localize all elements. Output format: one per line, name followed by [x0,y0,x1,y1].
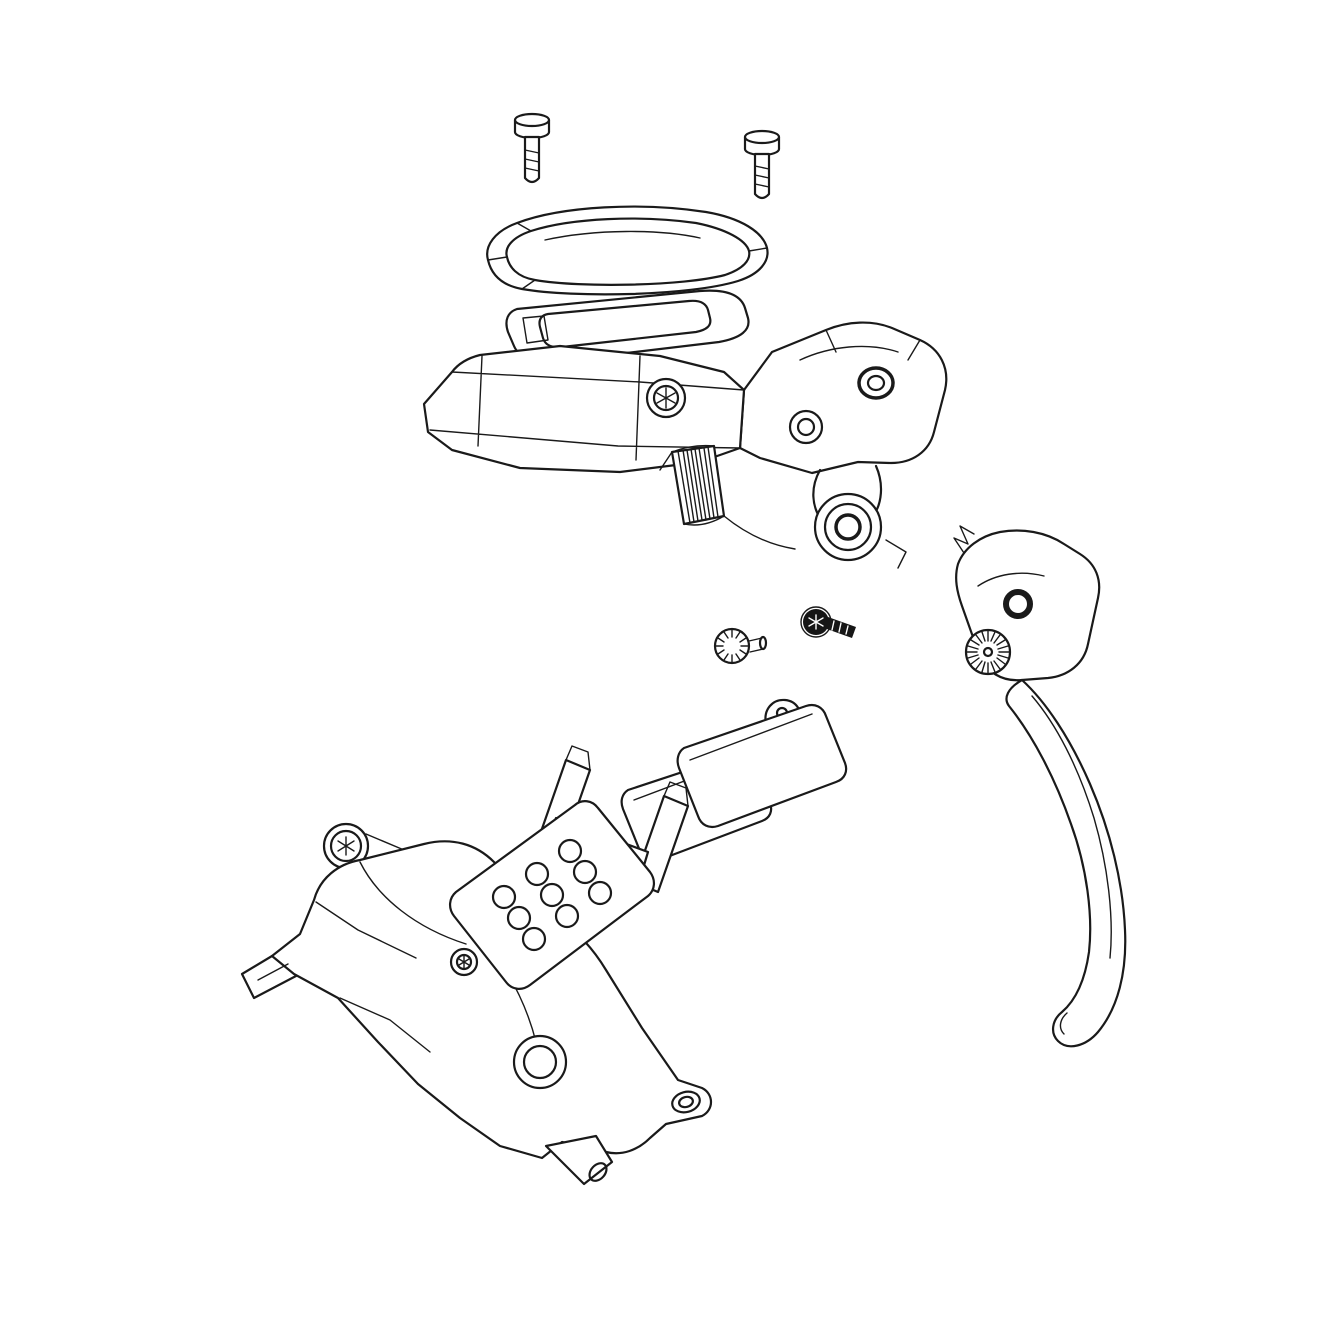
barrel-adjuster [670,444,726,526]
diagram-root [240,112,1127,1186]
return-spring [953,525,975,557]
lever-pivot-hole [1003,589,1033,619]
lever-blade [1005,678,1127,1048]
pivot-bearing [813,492,883,562]
clamp-boss [788,409,824,445]
reservoir-cap [486,205,769,296]
bleed-torx-screw [449,947,479,977]
hose-fitting [544,1134,614,1186]
clamp-bolt-hole [857,366,895,400]
brake-pad-front [676,698,848,829]
body-torx-screw [645,377,687,419]
reservoir-cap-screw-left [513,112,551,184]
contact-adjust-dial [964,628,1012,676]
perforated-pad-plate [449,800,655,990]
handlebar-clamp [738,321,948,475]
pivot-torx-bolt [800,606,856,638]
mount-tab [240,954,298,1000]
master-cylinder-body [422,321,948,569]
reach-adjust-knob [713,627,768,665]
caliper-bore [512,1034,568,1090]
tab-hole [671,1090,701,1114]
lever-blade-assembly [953,525,1127,1048]
caliper-body [240,822,713,1186]
reservoir-cap-screw-right [743,129,781,200]
reservoir-bladder [505,289,750,363]
